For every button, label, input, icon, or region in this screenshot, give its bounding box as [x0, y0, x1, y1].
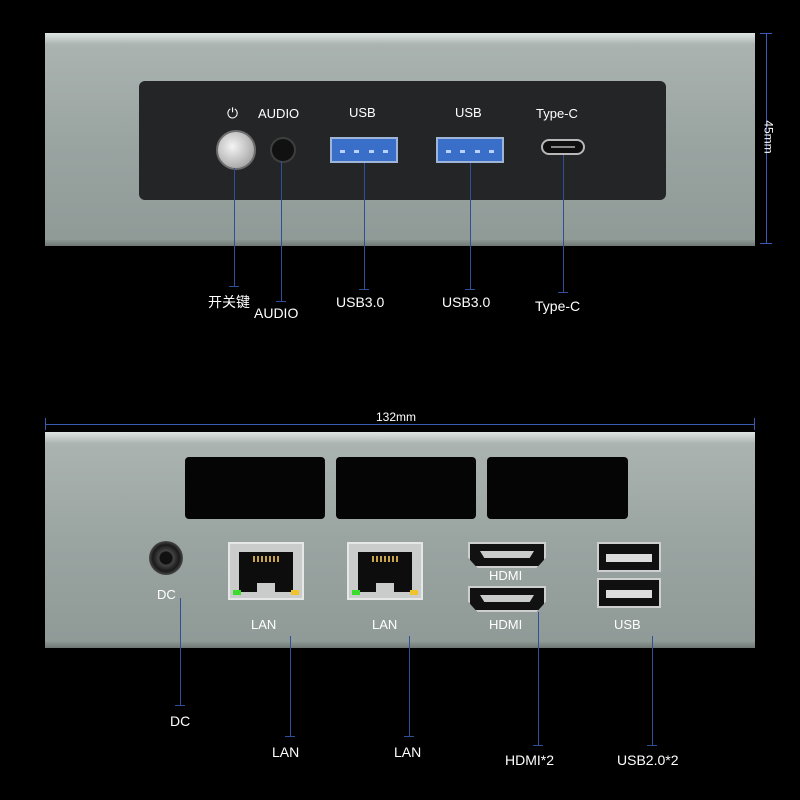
dc-jack: [149, 541, 183, 575]
leader-line-lan-1: [290, 636, 291, 736]
power-symbol-icon: ⏻: [227, 105, 239, 121]
front-chassis: [45, 33, 755, 246]
port-label-lan-1: LAN: [251, 617, 277, 632]
front-top-bevel: [45, 33, 755, 45]
leader-line-audio: [281, 161, 282, 301]
back-bottom-bevel: [45, 642, 755, 648]
vent-center: [336, 457, 476, 519]
back-chassis: [45, 432, 755, 648]
leader-line-usb-1: [364, 163, 365, 289]
leader-tick-usb-1: [359, 289, 369, 290]
audio-jack: [270, 137, 296, 163]
vent-right: [487, 457, 628, 519]
leader-tick-usb-2: [465, 289, 475, 290]
port-label-lan-2: LAN: [372, 617, 398, 632]
leader-tick-lan-2: [404, 736, 414, 737]
lan-port-1-led-green: [233, 590, 241, 595]
front-bottom-bevel: [45, 240, 755, 246]
usb3-port-2: [436, 137, 504, 163]
leader-tick-power: [229, 286, 239, 287]
leader-line-usb-2: [470, 163, 471, 289]
leader-line-typec: [563, 155, 564, 292]
vent-left: [185, 457, 325, 519]
leader-line-dc: [180, 598, 181, 705]
lan-port-2-led-yellow: [410, 590, 418, 595]
port-label-dc: DC: [157, 587, 176, 602]
callout-dc: DC: [170, 713, 191, 729]
lan-port-1-socket: [239, 552, 293, 592]
usb2-port-2: [597, 578, 661, 608]
lan-port-1-led-yellow: [291, 590, 299, 595]
leader-tick-usb2: [647, 745, 657, 746]
panel-label-audio: AUDIO: [258, 106, 300, 121]
callout-hdmi: HDMI*2: [505, 752, 555, 768]
leader-tick-lan-1: [285, 736, 295, 737]
width-dimension-line: [45, 424, 755, 425]
callout-lan-1: LAN: [272, 744, 300, 760]
port-label-hdmi-bottom: HDMI: [489, 617, 523, 632]
panel-label-usb-1: USB: [349, 105, 376, 120]
height-dimension-label: 45mm: [761, 120, 776, 154]
port-label-usb: USB: [614, 617, 641, 632]
port-label-hdmi-top: HDMI: [489, 568, 523, 583]
hdmi-port-1: [468, 542, 546, 568]
width-dimension-label: 132mm: [376, 410, 417, 424]
leader-tick-hdmi: [533, 745, 543, 746]
callout-typec: Type-C: [535, 298, 581, 314]
panel-label-usb-2: USB: [455, 105, 482, 120]
callout-lan-2: LAN: [394, 744, 422, 760]
lan-port-2-led-green: [352, 590, 360, 595]
usb2-port-1: [597, 542, 661, 572]
height-dimension-end-top: [760, 33, 772, 34]
lan-port-1: [228, 542, 304, 600]
callout-power-key: 开关键: [208, 294, 250, 310]
panel-label-typec: Type-C: [536, 106, 578, 121]
leader-line-usb2: [652, 636, 653, 745]
leader-line-power: [234, 168, 235, 286]
power-button[interactable]: [216, 130, 256, 170]
typec-port: [541, 139, 585, 155]
callout-audio: AUDIO: [254, 305, 299, 321]
back-top-bevel: [45, 432, 755, 444]
leader-tick-audio: [276, 301, 286, 302]
callout-usb3-1: USB3.0: [336, 294, 385, 310]
callout-usb3-2: USB3.0: [442, 294, 491, 310]
height-dimension-line: [766, 33, 767, 243]
callout-usb2: USB2.0*2: [617, 752, 679, 768]
usb3-port-1: [330, 137, 398, 163]
width-dimension-end-right: [754, 418, 755, 430]
height-dimension-end-bottom: [760, 243, 772, 244]
leader-tick-dc: [175, 705, 185, 706]
leader-tick-typec: [558, 292, 568, 293]
hdmi-port-2: [468, 586, 546, 612]
lan-port-2: [347, 542, 423, 600]
width-dimension-end-left: [45, 418, 46, 430]
lan-port-2-socket: [358, 552, 412, 592]
leader-line-lan-2: [409, 636, 410, 736]
leader-line-hdmi: [538, 612, 539, 745]
